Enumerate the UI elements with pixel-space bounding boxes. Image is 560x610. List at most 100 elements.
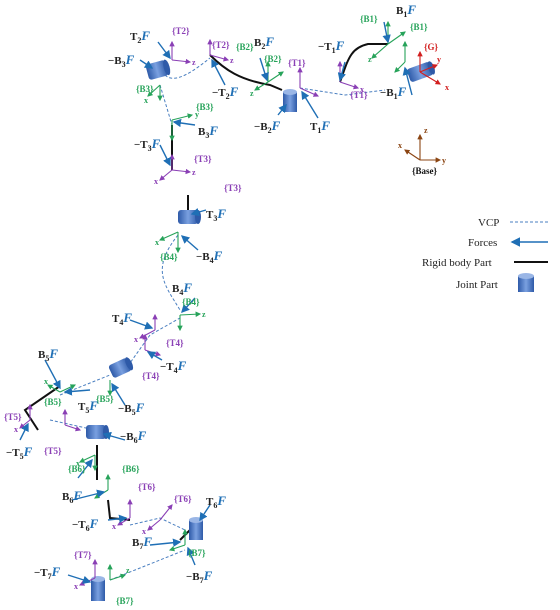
vcp-7 bbox=[129, 517, 186, 531]
frame-label-b2b: {B2} bbox=[264, 54, 282, 64]
frame-label-b7b: {B7} bbox=[116, 596, 134, 606]
frame-label-b1b: {B1} bbox=[410, 22, 428, 32]
joint-b6 bbox=[86, 425, 109, 439]
frame-base-axes bbox=[404, 133, 442, 163]
svg-text:B5F: B5F bbox=[38, 346, 58, 363]
frame-label-t3b: {T3} bbox=[224, 183, 242, 193]
svg-text:x: x bbox=[142, 527, 146, 536]
svg-text:T4F: T4F bbox=[112, 310, 132, 327]
force-labels: B1F −T1F T1F −B1F B2F −T2F T2F −B2F −B3F… bbox=[6, 2, 416, 585]
vcp-2 bbox=[164, 57, 211, 79]
svg-text:−T5F: −T5F bbox=[6, 444, 33, 461]
svg-text:B4F: B4F bbox=[172, 280, 192, 297]
axis-letters: x y z x y z z x y x z x x z x z z z x x … bbox=[14, 55, 449, 591]
svg-text:x: x bbox=[144, 96, 148, 105]
svg-text:z: z bbox=[424, 126, 428, 135]
svg-text:x: x bbox=[14, 425, 18, 434]
frame-g-axes bbox=[417, 50, 441, 85]
rigid-link-6b bbox=[107, 499, 131, 521]
legend-joint-label: Joint Part bbox=[456, 279, 498, 291]
svg-text:x: x bbox=[398, 141, 402, 150]
vcp-8 bbox=[109, 549, 186, 581]
svg-text:B7F: B7F bbox=[132, 534, 152, 551]
frame-label-b4a: {B4} bbox=[160, 252, 178, 262]
svg-text:x: x bbox=[134, 335, 138, 344]
frame-label-b5a: {B5} bbox=[44, 397, 62, 407]
frame-label-t4a: {T4} bbox=[166, 338, 184, 348]
vcp-5b bbox=[59, 374, 111, 396]
svg-text:x: x bbox=[445, 83, 449, 92]
frame-label-b1a: {B1} bbox=[360, 14, 378, 24]
frame-label-t1a: {T1} bbox=[288, 58, 306, 68]
frame-label-b2a: {B2} bbox=[236, 42, 254, 52]
svg-text:−T6F: −T6F bbox=[72, 516, 99, 533]
svg-text:y: y bbox=[437, 55, 441, 64]
frame-b-axes bbox=[47, 20, 408, 581]
frame-label-t5a: {T5} bbox=[4, 412, 22, 422]
force-arrows bbox=[19, 21, 413, 584]
svg-text:z: z bbox=[192, 58, 196, 67]
svg-text:y: y bbox=[195, 110, 199, 119]
vcp-3 bbox=[159, 84, 173, 126]
joint-t2 bbox=[145, 59, 171, 80]
svg-text:x: x bbox=[74, 582, 78, 591]
frame-label-t5b: {T5} bbox=[44, 446, 62, 456]
svg-text:−B7F: −B7F bbox=[186, 568, 213, 585]
svg-text:x: x bbox=[44, 377, 48, 386]
svg-text:−B5F: −B5F bbox=[118, 400, 145, 417]
svg-text:T5F: T5F bbox=[78, 398, 98, 415]
frame-label-t2b: {T2} bbox=[212, 40, 230, 50]
svg-text:x: x bbox=[155, 238, 159, 247]
frame-label-b5b: {B5} bbox=[96, 394, 114, 404]
frame-label-b7a: {B7} bbox=[188, 548, 206, 558]
vcp-lines bbox=[49, 57, 386, 581]
svg-text:B2F: B2F bbox=[254, 34, 274, 51]
svg-text:z: z bbox=[202, 310, 206, 319]
frame-label-t7: {T7} bbox=[74, 550, 92, 560]
frame-labels: {G} {Base} {B1} {B1} {T1} {T1} {B2} {B2}… bbox=[4, 14, 439, 606]
svg-text:−B2F: −B2F bbox=[254, 118, 281, 135]
svg-text:T3F: T3F bbox=[206, 206, 226, 223]
svg-text:z: z bbox=[192, 168, 196, 177]
frame-label-t3a: {T3} bbox=[194, 154, 212, 164]
svg-text:z: z bbox=[368, 55, 372, 64]
vcp-1 bbox=[299, 87, 386, 96]
legend-forces-label: Forces bbox=[468, 237, 497, 249]
svg-text:x: x bbox=[154, 177, 158, 186]
frame-label-b3b: {B3} bbox=[196, 102, 214, 112]
vcp-6 bbox=[49, 419, 96, 431]
legend-rigid-label: Rigid body Part bbox=[422, 257, 492, 269]
svg-text:−T4F: −T4F bbox=[160, 358, 187, 375]
frame-label-g: {G} bbox=[424, 42, 439, 52]
frame-label-b4b: {B4} bbox=[182, 297, 200, 307]
svg-text:B3F: B3F bbox=[198, 123, 218, 140]
svg-text:x: x bbox=[360, 85, 364, 94]
legend-joint-swatch bbox=[518, 273, 534, 292]
legend-vcp-label: VCP bbox=[478, 217, 499, 229]
svg-text:x: x bbox=[76, 459, 80, 468]
svg-text:T1F: T1F bbox=[310, 118, 330, 135]
svg-text:−T1F: −T1F bbox=[318, 38, 345, 55]
svg-text:−T3F: −T3F bbox=[134, 136, 161, 153]
svg-text:−B6F: −B6F bbox=[120, 428, 147, 445]
svg-text:−B4F: −B4F bbox=[196, 248, 223, 265]
frame-label-t2a: {T2} bbox=[172, 26, 190, 36]
legend: VCP Forces Rigid body Part Joint Part bbox=[422, 217, 548, 292]
vcp-4 bbox=[161, 234, 181, 311]
rigid-link-5 bbox=[23, 385, 61, 431]
svg-text:−T7F: −T7F bbox=[34, 564, 61, 581]
frame-label-t6b: {T6} bbox=[174, 494, 192, 504]
joint-b2 bbox=[283, 89, 297, 112]
joint-t6 bbox=[189, 517, 203, 540]
svg-text:B6F: B6F bbox=[62, 488, 82, 505]
svg-text:−B3F: −B3F bbox=[108, 52, 135, 69]
frame-label-t6a: {T6} bbox=[138, 482, 156, 492]
joint-t7 bbox=[91, 576, 105, 601]
frame-label-b6a: {B6} bbox=[68, 464, 86, 474]
svg-text:z: z bbox=[126, 566, 130, 575]
svg-text:−T2F: −T2F bbox=[212, 84, 239, 101]
svg-text:x: x bbox=[112, 522, 116, 531]
svg-text:z: z bbox=[250, 89, 254, 98]
frame-label-b3a: {B3} bbox=[136, 84, 154, 94]
